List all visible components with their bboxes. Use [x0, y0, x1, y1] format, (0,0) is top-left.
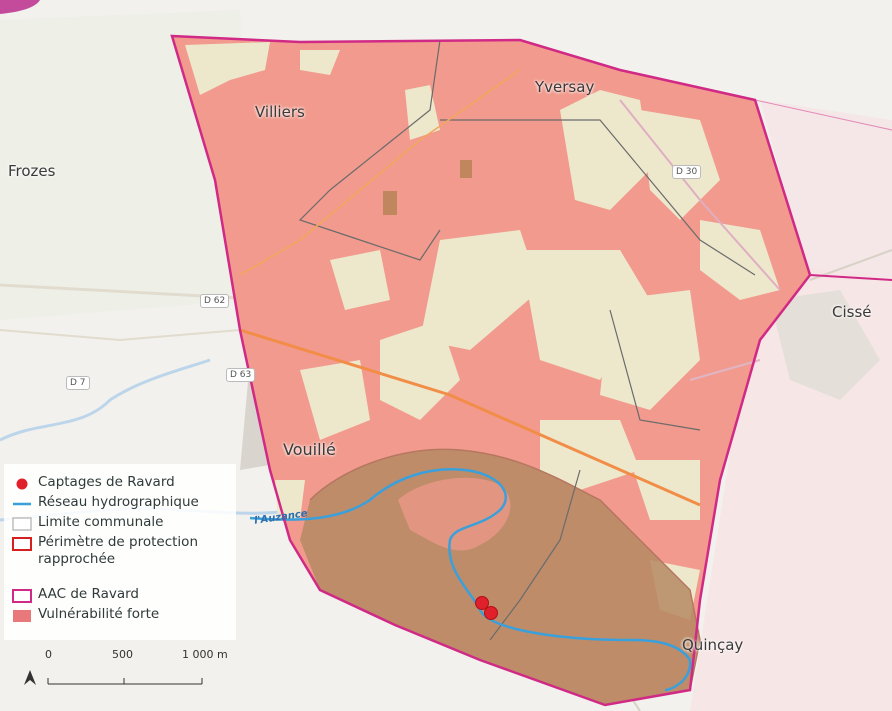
- north-arrow-icon: [24, 670, 36, 685]
- neighbor-aac-border: [754, 99, 892, 131]
- place-label-vouille: Vouillé: [283, 440, 336, 459]
- place-label-villiers: Villiers: [255, 103, 305, 121]
- captage-point-2: [484, 606, 498, 620]
- legend-item-reseau: Réseau hydrographique: [12, 494, 228, 511]
- road-d30: [619, 99, 781, 291]
- road-north-orange: [239, 69, 521, 276]
- scale-bar: 0 500 1 000 m: [12, 640, 272, 710]
- neighbor-commune-border: [809, 274, 892, 281]
- inner-vulnerability-patch: [398, 477, 511, 551]
- road-shield-d7: D 7: [66, 376, 90, 390]
- blue-line-icon: [12, 496, 32, 510]
- protection-perimeter-fill: [300, 449, 700, 705]
- legend-item-vulnerabilite: Vulnérabilité forte: [12, 606, 228, 623]
- magenta-square-icon: [12, 588, 32, 603]
- place-label-frozes: Frozes: [8, 162, 56, 180]
- neighbor-zone-north: [760, 100, 892, 280]
- map-legend: Captages de Ravard Réseau hydrographique…: [4, 464, 236, 640]
- scale-tick-1000: 1 000 m: [182, 648, 228, 661]
- urban-area-cisse: [770, 290, 880, 400]
- place-label-cisse: Cissé: [832, 303, 872, 321]
- scale-tick-500: 500: [112, 648, 133, 661]
- red-dot-icon: [12, 476, 32, 490]
- scale-tick-0: 0: [45, 648, 52, 661]
- commune-limits: [298, 39, 756, 641]
- grey-square-icon: [12, 516, 32, 531]
- road-vouille: [689, 359, 761, 381]
- parcel-brown-1: [383, 191, 397, 215]
- corner-marker: [0, 0, 40, 14]
- protection-perimeter-edge: [309, 448, 701, 691]
- road-d62-orange: [239, 328, 701, 507]
- basemap-road-d63: [0, 329, 241, 342]
- red-square-icon: [12, 536, 32, 551]
- legend-item-aac: AAC de Ravard: [12, 586, 228, 603]
- river-auzance: [249, 468, 692, 692]
- parcel-brown-2: [460, 160, 472, 178]
- basemap-river: [0, 358, 211, 442]
- scale-graphic: [24, 670, 203, 685]
- legend-label-vulnerabilite: Vulnérabilité forte: [38, 606, 160, 622]
- legend-label-captages: Captages de Ravard: [38, 474, 175, 490]
- legend-item-captages: Captages de Ravard: [12, 474, 228, 491]
- legend-label-perimetre: Périmètre de protection rapprochée: [38, 534, 198, 567]
- legend-item-limite: Limite communale: [12, 514, 228, 531]
- salmon-square-icon: [12, 608, 32, 622]
- road-shield-d62: D 62: [200, 294, 230, 308]
- place-label-quincay: Quinçay: [682, 636, 744, 654]
- legend-item-perimetre: Périmètre de protection rapprochée: [12, 534, 228, 568]
- road-shield-d63: D 63: [226, 368, 256, 382]
- place-label-yversay: Yversay: [535, 78, 595, 96]
- road-shield-d30: D 30: [672, 165, 702, 179]
- legend-label-aac: AAC de Ravard: [38, 586, 139, 602]
- legend-label-limite: Limite communale: [38, 514, 164, 530]
- captage-point-1: [475, 596, 489, 610]
- aac-border: [170, 34, 812, 707]
- legend-label-reseau: Réseau hydrographique: [38, 494, 199, 510]
